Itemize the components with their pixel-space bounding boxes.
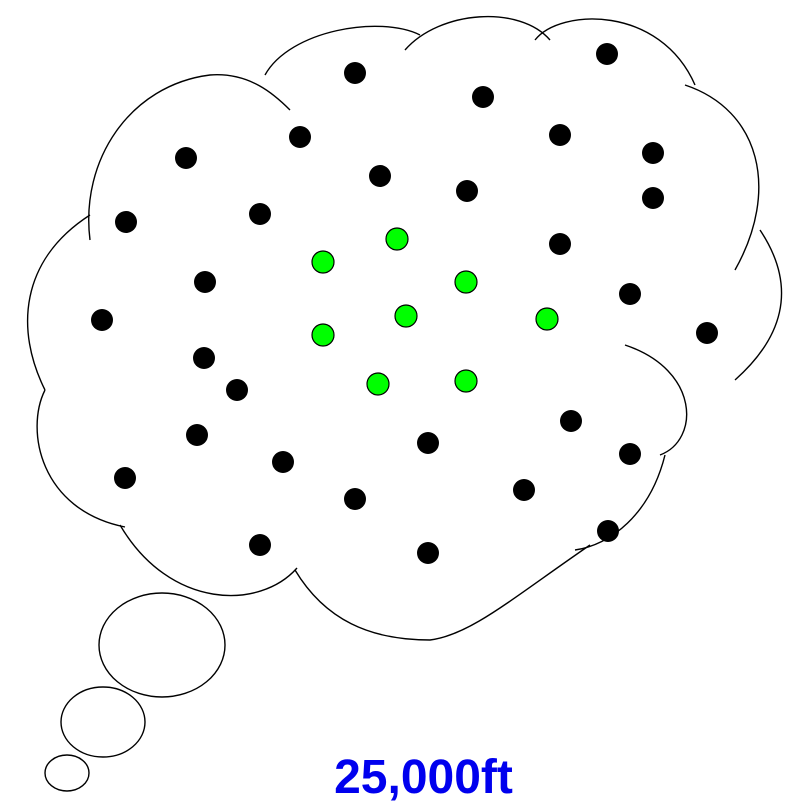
dark-particles — [91, 43, 718, 564]
dark-particle — [513, 479, 535, 501]
dark-particle — [249, 203, 271, 225]
cloud-scallop — [120, 525, 297, 596]
cloud-scallop — [735, 230, 782, 380]
dark-particle — [417, 432, 439, 454]
dark-particle — [619, 283, 641, 305]
cloud-scallop — [265, 26, 420, 75]
cloud-scallop — [405, 17, 550, 50]
dark-particle — [115, 211, 137, 233]
dark-particle — [175, 147, 197, 169]
dark-particle — [226, 379, 248, 401]
highlight-particle — [395, 305, 417, 327]
dark-particle — [549, 233, 571, 255]
dark-particle — [91, 309, 113, 331]
dark-particle — [272, 451, 294, 473]
dark-particle — [114, 467, 136, 489]
dark-particle — [417, 542, 439, 564]
dark-particle — [596, 43, 618, 65]
dark-particle — [456, 180, 478, 202]
highlight-particles — [312, 228, 558, 395]
highlight-particle — [455, 370, 477, 392]
dark-particle — [193, 347, 215, 369]
dark-particle — [696, 322, 718, 344]
highlight-particle — [312, 251, 334, 273]
dark-particle — [560, 410, 582, 432]
dark-particle — [472, 86, 494, 108]
dark-particle — [597, 520, 619, 542]
cloud-scallop — [625, 345, 687, 455]
dark-particle — [549, 124, 571, 146]
cloud-scallop — [28, 215, 90, 390]
thought-cloud-outline — [28, 17, 782, 640]
cloud-scallop — [295, 545, 590, 640]
highlight-particle — [536, 308, 558, 330]
dark-particle — [642, 142, 664, 164]
highlight-particle — [312, 324, 334, 346]
dark-particle — [619, 443, 641, 465]
highlight-particle — [455, 271, 477, 293]
altitude-label: 25,000ft — [0, 752, 787, 804]
dark-particle — [344, 488, 366, 510]
dark-particle — [642, 187, 664, 209]
dark-particle — [249, 534, 271, 556]
dark-particle — [186, 424, 208, 446]
highlight-particle — [386, 228, 408, 250]
thought-bubble-large — [99, 593, 225, 697]
cloud-scallop — [685, 85, 759, 270]
highlight-particle — [367, 373, 389, 395]
dark-particle — [369, 165, 391, 187]
dark-particle — [344, 62, 366, 84]
dark-particle — [289, 126, 311, 148]
cloud-scallop — [37, 390, 125, 527]
dark-particle — [194, 271, 216, 293]
cloud-scallop — [575, 455, 665, 550]
thought-bubble-medium — [61, 687, 145, 757]
